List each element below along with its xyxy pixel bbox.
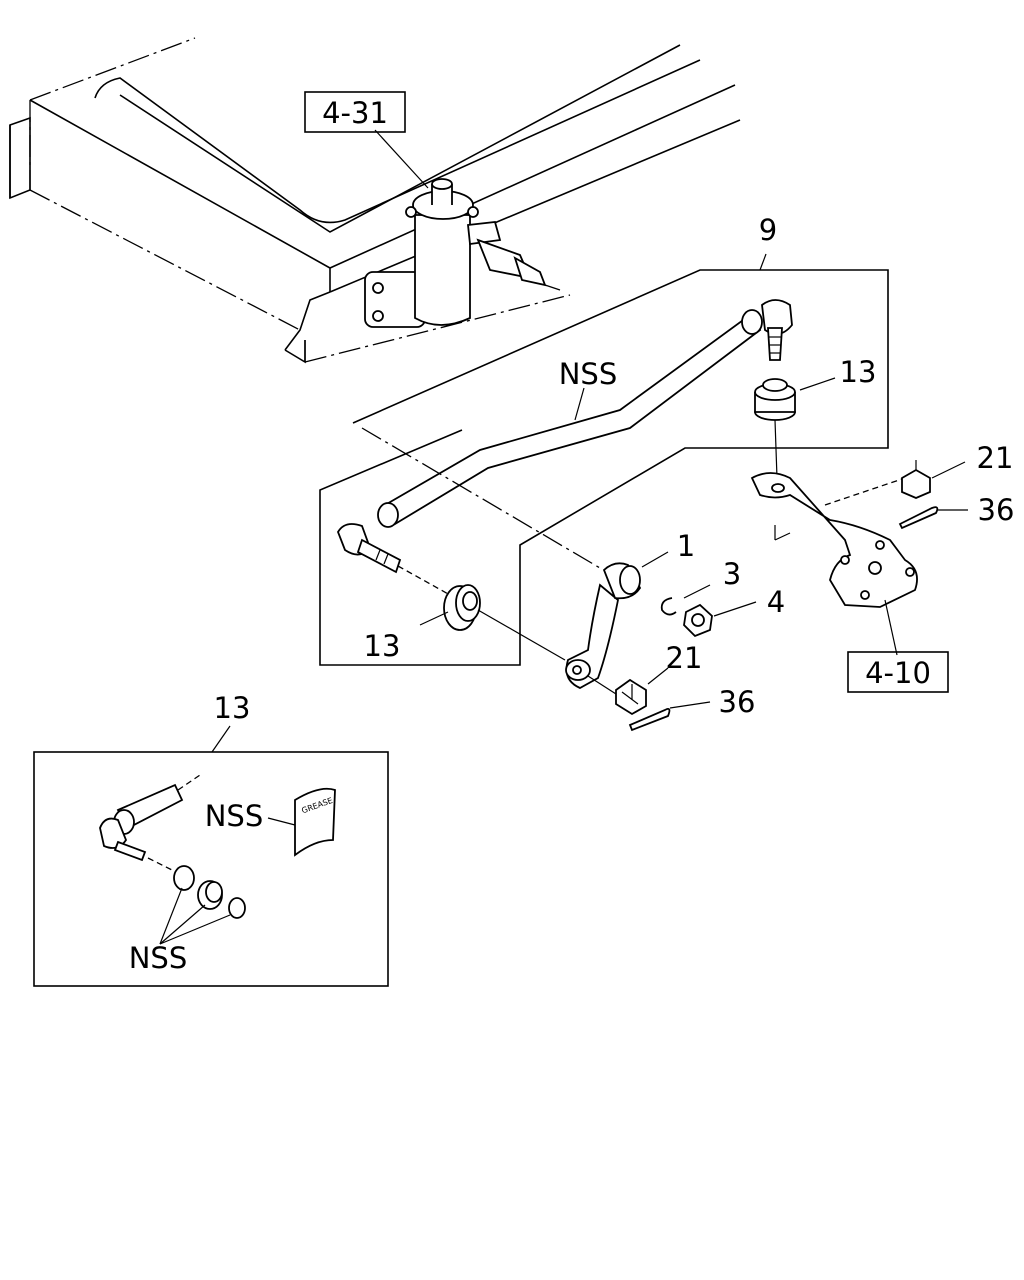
detail-ball-joint[interactable] bbox=[99, 783, 184, 862]
nut-idler[interactable] bbox=[683, 603, 713, 638]
callout-21-bottom: 21 bbox=[666, 641, 703, 675]
callout-13-top: 13 bbox=[840, 355, 877, 389]
castle-nut-bottom[interactable] bbox=[615, 678, 647, 716]
pitman-arm[interactable] bbox=[750, 472, 918, 608]
cotter-pin-top[interactable] bbox=[898, 506, 939, 530]
callout-13-left: 13 bbox=[364, 629, 401, 663]
grease-pack: GREASE bbox=[294, 787, 336, 857]
cotter-pin-bottom[interactable] bbox=[628, 707, 671, 732]
callout-1: 1 bbox=[677, 529, 695, 563]
dust-seal-top[interactable] bbox=[754, 378, 796, 421]
dust-seal-front[interactable] bbox=[443, 584, 481, 631]
drag-link-rod[interactable] bbox=[377, 309, 763, 528]
callout-21-top: 21 bbox=[977, 441, 1014, 475]
detail-nss-grease: NSS bbox=[205, 799, 264, 833]
ref-label-4-31: 4-31 bbox=[322, 96, 388, 130]
ball-joint-front[interactable] bbox=[337, 523, 402, 574]
detail-dust-boot[interactable] bbox=[197, 880, 223, 910]
callout-4: 4 bbox=[767, 585, 785, 619]
callout-36-bottom: 36 bbox=[719, 685, 756, 719]
idler-arm[interactable] bbox=[565, 562, 642, 690]
snap-ring[interactable] bbox=[660, 597, 677, 616]
frame-rail bbox=[9, 37, 741, 364]
detail-nss-seals: NSS bbox=[129, 941, 188, 975]
ref-box-4-31[interactable] bbox=[304, 91, 406, 133]
ref-label-4-10: 4-10 bbox=[865, 656, 931, 690]
castle-nut-top[interactable] bbox=[901, 460, 931, 499]
callout-9: 9 bbox=[759, 213, 777, 247]
callout-nss-drag-link: NSS bbox=[559, 357, 618, 391]
steering-gear-box[interactable] bbox=[364, 178, 561, 328]
detail-title-13: 13 bbox=[214, 691, 251, 725]
ref-box-4-10[interactable] bbox=[847, 651, 949, 693]
ball-joint-rear[interactable] bbox=[761, 299, 793, 361]
detail-o-ring[interactable] bbox=[228, 897, 246, 919]
drag-link-outline bbox=[319, 269, 889, 666]
callout-3: 3 bbox=[723, 557, 741, 591]
callout-36-top: 36 bbox=[978, 493, 1015, 527]
detail-box-13: 13 GREASE NSS NSS bbox=[33, 691, 389, 987]
detail-seal-ring[interactable] bbox=[173, 865, 195, 891]
